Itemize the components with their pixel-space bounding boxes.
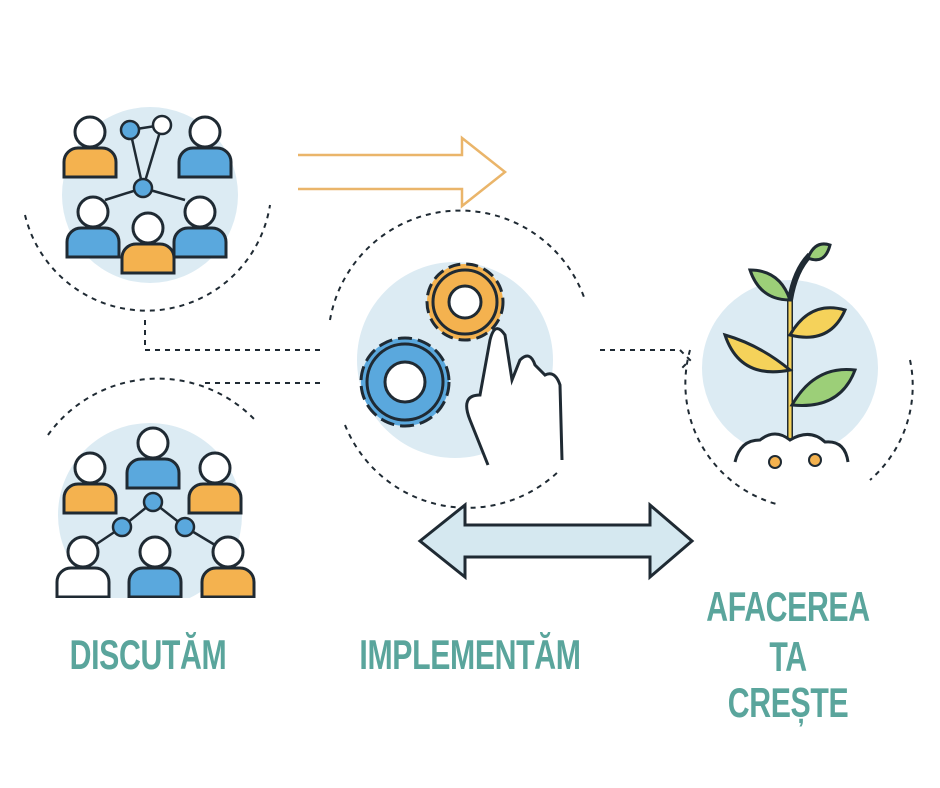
growing-plant-icon (684, 242, 914, 506)
step-label-implement: IMPLEMENTĂM (359, 631, 581, 678)
step-label-discuss: DISCUTĂM (69, 631, 227, 678)
step-label-grow-line2: TA (769, 633, 807, 680)
double-arrow-icon (417, 501, 695, 581)
gears-hand-icon (329, 209, 586, 509)
team-network-icon (24, 107, 271, 312)
dashed-connectors (144, 320, 692, 384)
step-label-grow-line1: AFACEREA (706, 583, 870, 630)
right-arrow-icon (298, 135, 508, 209)
step-label-grow-line3: CREȘTE (727, 679, 849, 726)
team-group-icon (40, 377, 270, 610)
